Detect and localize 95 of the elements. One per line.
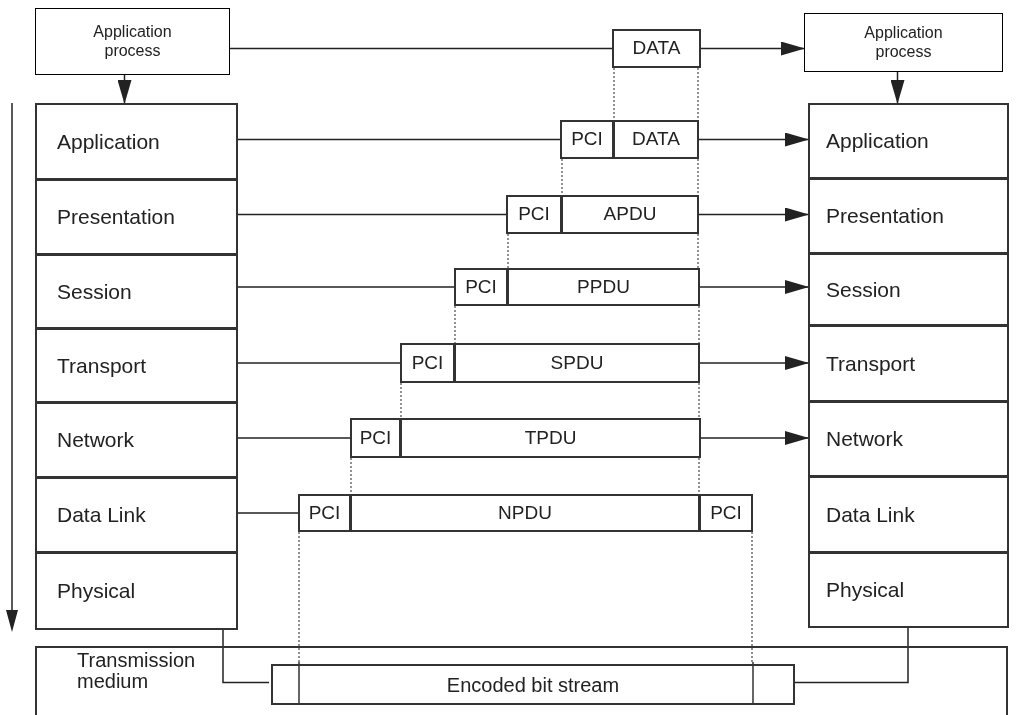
layer-band — [808, 552, 1009, 628]
connector-line — [229, 47, 613, 50]
dotted-line — [298, 531, 300, 663]
layer-band — [808, 476, 1009, 553]
layer-band — [35, 179, 238, 255]
pdu-field — [507, 268, 700, 306]
arrow — [699, 280, 809, 294]
dotted-line — [350, 457, 352, 495]
arrow — [890, 71, 905, 104]
pdu-field — [612, 29, 701, 68]
layer-band — [35, 402, 238, 478]
node-label: Session — [57, 278, 132, 305]
layer-band — [35, 477, 238, 553]
node-label: Transmission medium — [77, 650, 197, 692]
connector-line — [222, 629, 270, 684]
dotted-line — [698, 457, 700, 495]
connector-line — [237, 362, 401, 364]
pdu-field — [400, 418, 701, 458]
pdu-field — [350, 494, 700, 532]
connector-line — [792, 627, 909, 684]
layer-band — [35, 103, 238, 180]
node-label: DATA — [632, 36, 681, 61]
node-label: Transport — [57, 352, 147, 379]
node-label: Presentation — [826, 203, 944, 230]
node-label: Encoded bit stream — [446, 672, 620, 698]
node-label: DATA — [632, 127, 680, 152]
node-label: Application process — [863, 24, 944, 61]
arrow — [699, 356, 809, 370]
connector-line — [237, 138, 561, 141]
arrow — [698, 132, 809, 147]
node-label: Network — [57, 427, 135, 454]
dotted-line — [697, 233, 699, 269]
node-label: Session — [826, 276, 901, 303]
dotted-line — [507, 233, 509, 269]
layer-band — [808, 178, 1009, 254]
node-label: Application — [826, 128, 929, 155]
dotted-line — [561, 158, 563, 196]
layer-band — [808, 103, 1009, 179]
dotted-line — [400, 382, 402, 419]
layer-band — [808, 253, 1009, 326]
node-label: Presentation — [57, 204, 175, 231]
pci-field — [560, 120, 614, 159]
layer-band — [35, 552, 238, 630]
arrow — [700, 431, 809, 445]
node-label: Application process — [92, 23, 173, 60]
dotted-line — [698, 305, 700, 344]
pci-field — [454, 268, 508, 306]
pci-field — [400, 343, 455, 383]
dotted-line — [454, 305, 456, 344]
pdu-field — [561, 195, 699, 234]
layer-band — [35, 328, 238, 403]
node-label: PPDU — [577, 274, 630, 299]
layer-band — [808, 325, 1009, 402]
dotted-line — [613, 67, 615, 121]
node-label: PCI — [571, 127, 603, 152]
bit-stream-box — [271, 664, 795, 705]
dotted-line — [751, 531, 753, 663]
layer-band — [35, 254, 238, 329]
application-process-box — [804, 13, 1003, 72]
pci-field — [350, 418, 401, 458]
connector-line — [237, 512, 299, 514]
transmission-medium-band — [35, 646, 1008, 715]
node-label: PCI — [710, 500, 742, 525]
node-label: PCI — [359, 425, 392, 450]
pdu-field — [613, 120, 699, 159]
pci-field — [699, 494, 753, 532]
arrow — [117, 74, 132, 104]
node-label: TPDU — [524, 425, 577, 450]
connector-line — [237, 213, 507, 216]
arrow — [700, 41, 805, 56]
connector-line — [237, 437, 351, 439]
node-label: Data Link — [57, 502, 146, 529]
node-label: PCI — [465, 274, 497, 299]
node-label: APDU — [603, 202, 657, 227]
dotted-line — [697, 67, 699, 121]
node-label: PCI — [308, 500, 341, 525]
node-label: Data Link — [826, 501, 915, 528]
node-label: Transport — [826, 350, 916, 377]
node-label: SPDU — [550, 350, 604, 375]
dotted-line — [697, 158, 699, 196]
pci-field — [298, 494, 351, 532]
pci-field — [506, 195, 562, 234]
node-label: Physical — [57, 578, 136, 605]
layer-band — [808, 401, 1009, 477]
pdu-field — [454, 343, 700, 383]
node-label: Physical — [826, 577, 905, 604]
node-label: Application — [57, 128, 160, 155]
node-label: PCI — [518, 202, 550, 227]
connector-line — [237, 286, 455, 288]
arrow — [698, 207, 809, 222]
node-label: NPDU — [498, 500, 552, 525]
application-process-box — [35, 8, 230, 75]
node-label: Network — [826, 426, 904, 453]
dotted-line — [698, 382, 700, 419]
node-label: PCI — [411, 350, 444, 375]
